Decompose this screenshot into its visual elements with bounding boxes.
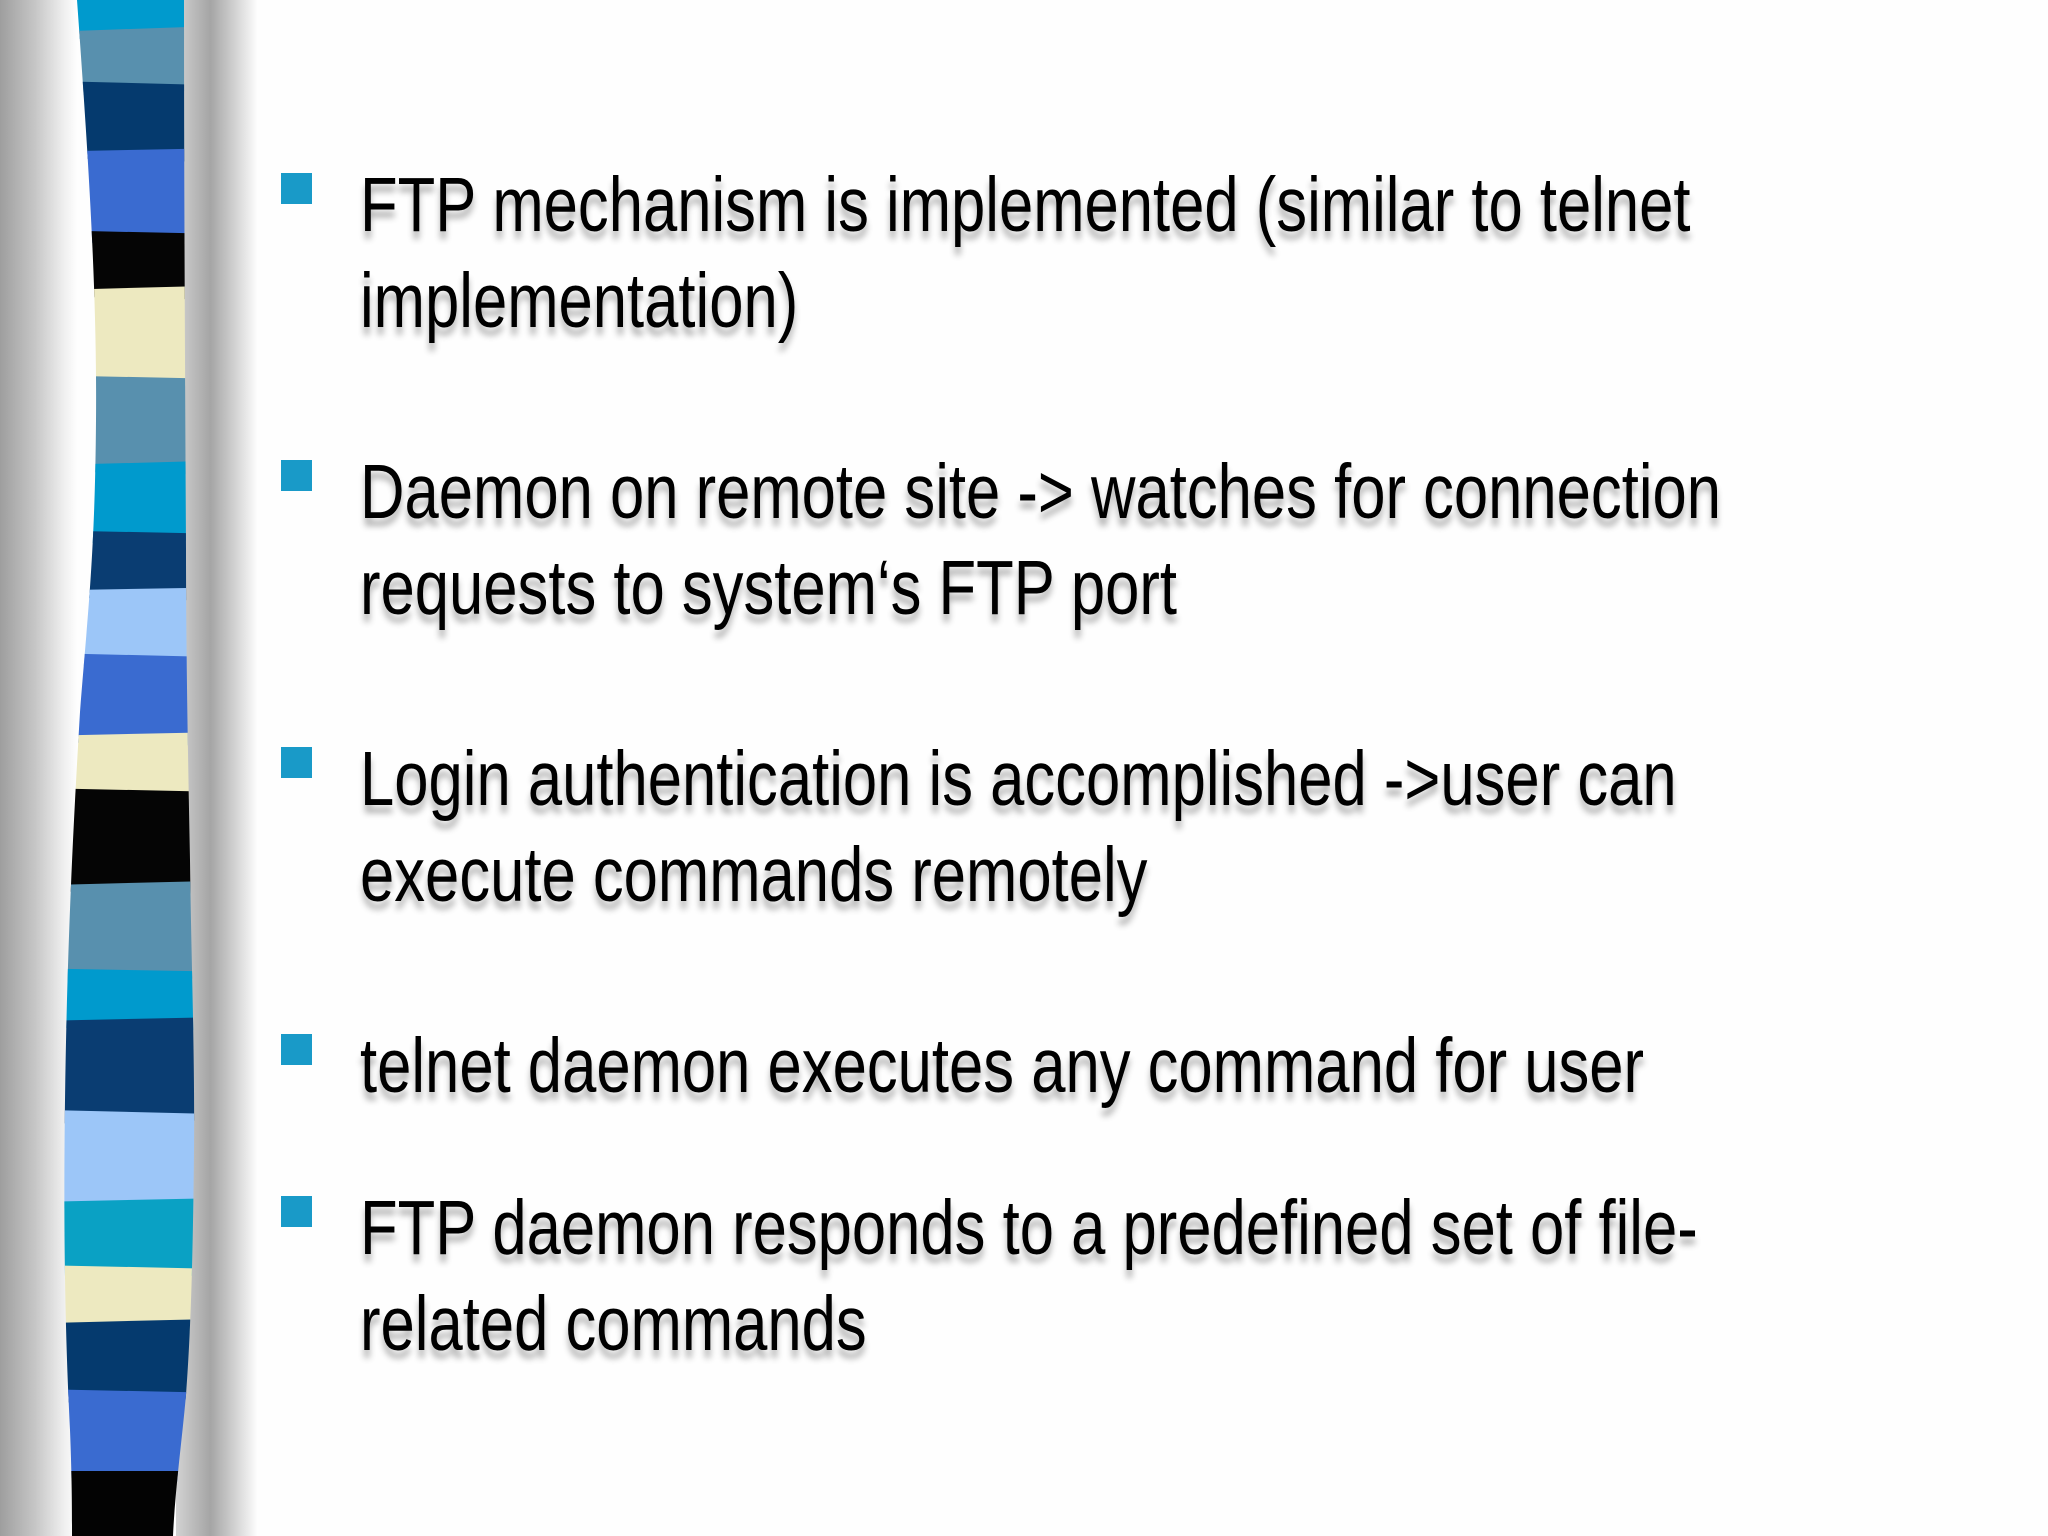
bullet-square-icon bbox=[281, 747, 312, 778]
bullet-square-icon bbox=[281, 460, 312, 491]
bullet-line: FTP mechanism is implemented (similar to… bbox=[360, 162, 1691, 248]
bullet-text: Daemon on remote site -> watches for con… bbox=[360, 444, 1721, 636]
ribbon-stripe bbox=[64, 880, 195, 983]
bullet-item-3: Login authentication is accomplished ->u… bbox=[281, 731, 2006, 923]
ribbon-stripe bbox=[64, 1264, 195, 1334]
bullet-line: related commands bbox=[360, 1281, 867, 1367]
ribbon-stripe bbox=[64, 787, 195, 896]
ribbon-stripe bbox=[64, 652, 195, 747]
bullet-item-2: Daemon on remote site -> watches for con… bbox=[281, 444, 2048, 636]
bullet-line: Login authentication is accomplished ->u… bbox=[360, 736, 1677, 822]
ribbon-stripe bbox=[64, 1197, 195, 1280]
bullet-item-1: FTP mechanism is implemented (similar to… bbox=[281, 157, 2023, 349]
bullet-line: FTP daemon responds to a predefined set … bbox=[360, 1185, 1698, 1271]
bullet-line: requests to system‘s FTP port bbox=[360, 545, 1178, 631]
bullet-square-icon bbox=[281, 173, 312, 204]
ribbon-stripe bbox=[64, 1388, 195, 1484]
ribbon-stripe bbox=[64, 1318, 195, 1404]
ribbon-stripe bbox=[64, 1471, 195, 1536]
bullet-text: Login authentication is accomplished ->u… bbox=[360, 731, 1677, 923]
ribbon-stripe bbox=[64, 968, 195, 1031]
ribbon-stripe bbox=[64, 587, 195, 667]
left-shade-gradient bbox=[0, 0, 78, 1536]
ribbon-stripe bbox=[64, 285, 195, 390]
bullet-line: telnet daemon executes any command for u… bbox=[360, 1023, 1645, 1109]
bullet-square-icon bbox=[281, 1196, 312, 1227]
ribbon-decoration bbox=[64, 0, 195, 1536]
ribbon-stripe bbox=[64, 147, 195, 245]
ribbon-stripe bbox=[64, 1109, 195, 1213]
ribbon-stripes bbox=[64, 0, 195, 1536]
bullet-line: implementation) bbox=[360, 258, 799, 344]
bullet-line: Daemon on remote site -> watches for con… bbox=[360, 449, 1722, 535]
bullet-text: telnet daemon executes any command for u… bbox=[360, 1018, 1644, 1114]
ribbon-stripe bbox=[64, 1016, 195, 1125]
bullet-item-5: FTP daemon responds to a predefined set … bbox=[281, 1180, 2032, 1372]
bullet-line: execute commands remotely bbox=[360, 832, 1148, 918]
bullet-item-4: telnet daemon executes any command for u… bbox=[281, 1018, 1965, 1114]
bullet-text: FTP mechanism is implemented (similar to… bbox=[360, 157, 1691, 349]
bullet-text: FTP daemon responds to a predefined set … bbox=[360, 1180, 1698, 1372]
ribbon-stripe bbox=[64, 374, 195, 476]
bullet-square-icon bbox=[281, 1034, 312, 1065]
